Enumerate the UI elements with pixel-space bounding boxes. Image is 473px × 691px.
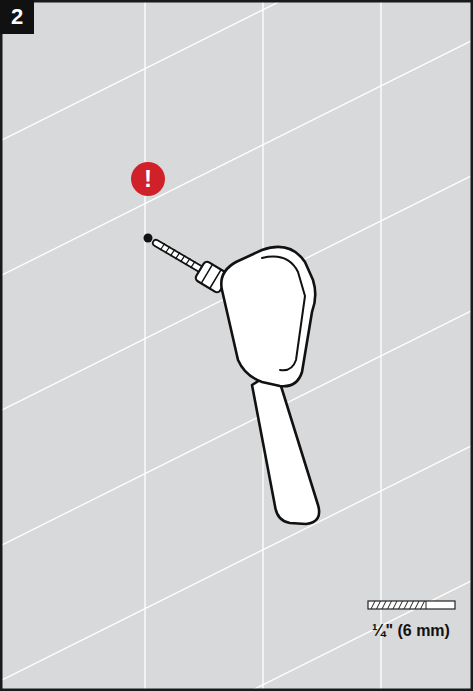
- bit-size-label: ¼" (6 mm): [372, 622, 450, 640]
- drill-bit-icon: [368, 601, 455, 609]
- warning-symbol-text: !: [144, 165, 152, 193]
- warning-symbol: !: [131, 162, 165, 196]
- step-number-text: 2: [11, 4, 23, 30]
- drill: [156, 243, 319, 524]
- drill-mark-dot: [144, 234, 153, 243]
- step-number: 2: [0, 0, 34, 34]
